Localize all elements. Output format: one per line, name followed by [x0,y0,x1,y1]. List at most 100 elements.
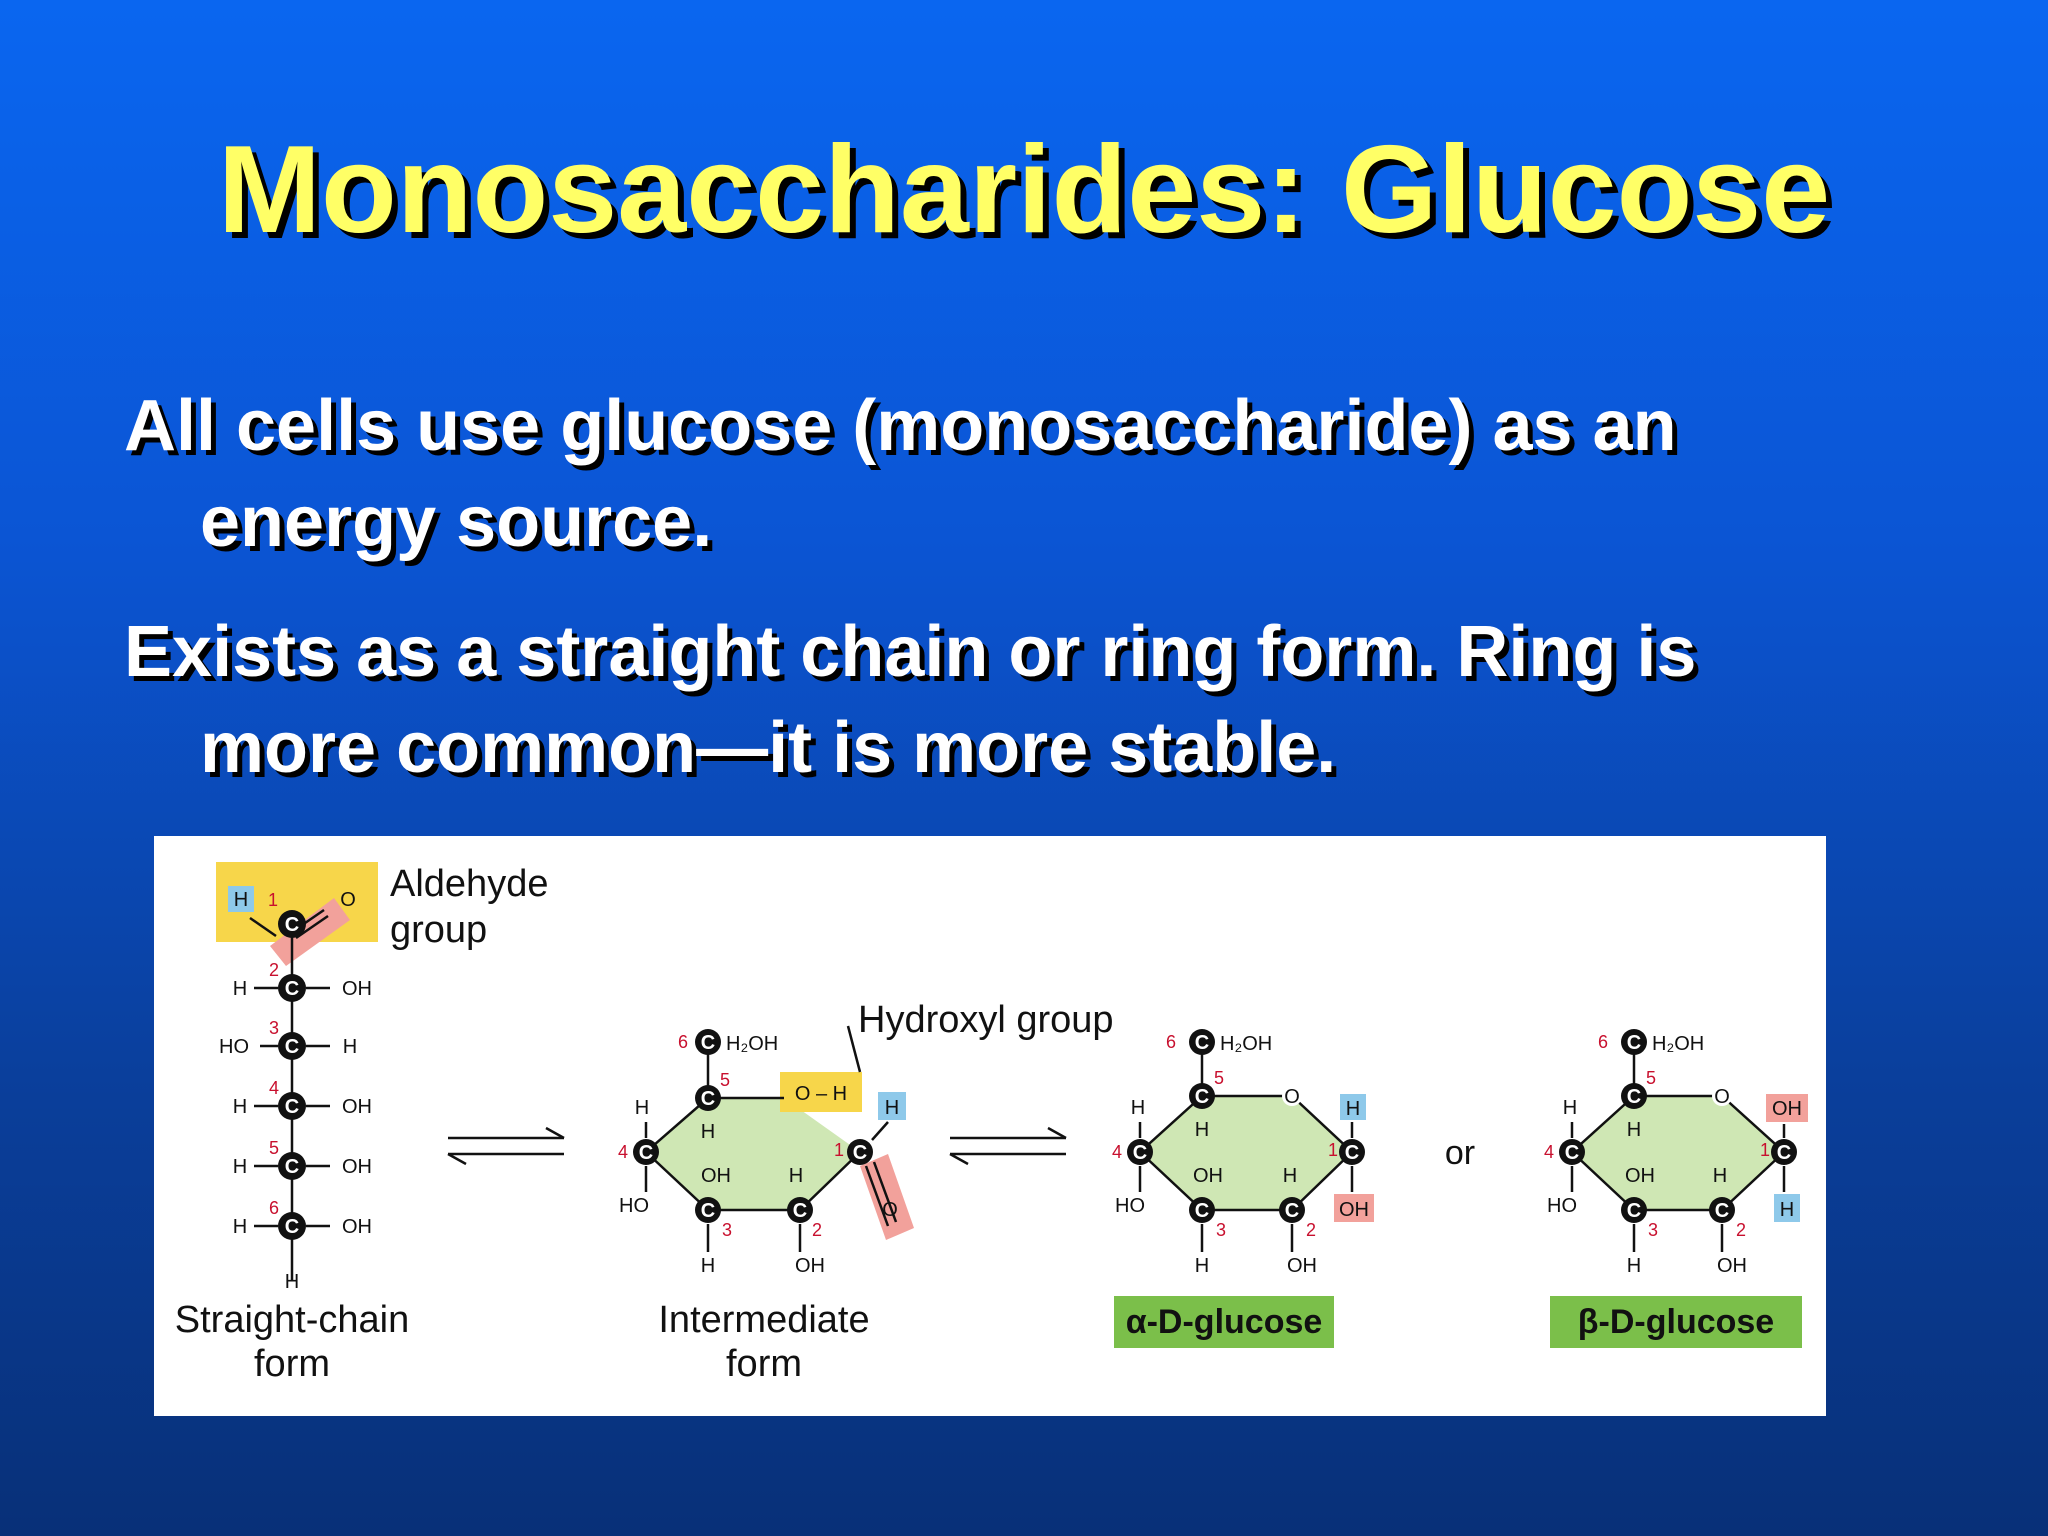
svg-text:C: C [639,1142,653,1164]
equilibrium-arrow-1 [447,1126,565,1166]
svg-text:C: C [1285,1200,1299,1222]
alpha-carbon-2: C [1279,1197,1305,1223]
beta-c4-h: H [1563,1097,1577,1119]
c4-left: H [233,1096,247,1118]
alpha-num-4: 4 [1112,1142,1122,1162]
alpha-ring-fill [1140,1096,1352,1210]
svg-text:C: C [285,978,299,1000]
alpha-ch2oh: H₂OH [1220,1033,1272,1055]
int-c4-ho: HO [619,1195,649,1217]
intermediate-ring-fill [646,1098,860,1210]
slide-title: Monosaccharides: Glucose [217,121,1831,259]
bullet-1-line-2: energy source. [200,482,713,562]
beta-c2-h: H [1713,1165,1727,1187]
beta-anomeric-down: H [1780,1199,1794,1221]
intermediate-caption-line-1: Intermediate [658,1299,869,1341]
svg-text:C: C [1195,1032,1209,1054]
c4-right: OH [342,1096,372,1118]
c5-left: H [233,1156,247,1178]
aldehyde-callout-line-2: group [390,909,487,951]
intermediate-carbon-3: C [695,1197,721,1223]
beta-name-label: β-D-glucose [1578,1303,1774,1341]
bullet-1: All cells use glucose (monosaccharide) a… [124,378,1984,570]
alpha-anomeric-up: H [1346,1098,1360,1120]
carbon-number-2: 2 [269,960,279,980]
alpha-down-highlight [1334,1194,1374,1222]
svg-text:C: C [285,1156,299,1178]
int-num-3: 3 [722,1220,732,1240]
int-num-6: 6 [678,1032,688,1052]
c6-left: H [233,1216,247,1238]
svg-text:C: C [1627,1086,1641,1108]
int-c2-oh: OH [795,1255,825,1277]
c3-left: HO [219,1036,249,1058]
intermediate-carbon-5: C [695,1085,721,1111]
int-num-1: 1 [834,1140,844,1160]
svg-text:C: C [853,1142,867,1164]
svg-text:C: C [1195,1200,1209,1222]
svg-text:C: C [1627,1032,1641,1054]
alpha-c3-oh: OH [1193,1165,1223,1187]
alpha-name-label: α-D-glucose [1126,1303,1323,1341]
beta-num-1: 1 [1760,1140,1770,1160]
alpha-num-5: 5 [1214,1068,1224,1088]
intermediate-h-highlight [878,1092,906,1120]
beta-carbon-5: C [1621,1083,1647,1109]
hydroxyl-callout: Hydroxyl group [858,999,1114,1041]
glucose-structures-figure: .num { fill: #c8102e; font-size: 18px; }… [154,836,1826,1416]
beta-anomeric-up: OH [1772,1098,1802,1120]
alpha-c2-h: H [1283,1165,1297,1187]
straight-chain-form: H 1 O Aldehyde group C H OH 2 C HO H 3 C… [175,862,548,1385]
svg-text:C: C [285,1216,299,1238]
int-num-5: 5 [720,1070,730,1090]
straight-chain-caption-line-1: Straight-chain [175,1299,409,1341]
beta-carbon-6: C [1621,1029,1647,1055]
svg-text:C: C [285,1096,299,1118]
alpha-c4-ho: HO [1115,1195,1145,1217]
chain-carbon-4: C [278,1092,306,1120]
svg-text:C: C [285,1036,299,1058]
c3-right: H [343,1036,357,1058]
intermediate-h: H [885,1097,899,1119]
beta-num-3: 3 [1648,1220,1658,1240]
beta-ring-o: O [1714,1086,1730,1108]
beta-ch2oh: H₂OH [1652,1033,1704,1055]
beta-c2-oh: OH [1717,1255,1747,1277]
int-c3-h: H [701,1255,715,1277]
intermediate-caption-line-2: form [726,1343,802,1385]
intermediate-carbon-1: C [847,1139,873,1165]
svg-text:C: C [701,1032,715,1054]
chain-carbon-2: C [278,974,306,1002]
svg-text:C: C [1195,1086,1209,1108]
carbon-number-3: 3 [269,1018,279,1038]
svg-text:C: C [701,1200,715,1222]
alpha-num-3: 3 [1216,1220,1226,1240]
alpha-name-label-bg [1114,1296,1334,1348]
intermediate-carbonyl-o: O [882,1199,898,1221]
alpha-c2-oh: OH [1287,1255,1317,1277]
intermediate-carbon-2: C [787,1197,813,1223]
alpha-carbon-1: C [1339,1139,1365,1165]
aldehyde-h-highlight [228,886,254,912]
bullet-2: Exists as a straight chain or ring form.… [124,604,1984,796]
aldehyde-o: O [340,889,356,911]
beta-num-2: 2 [1736,1220,1746,1240]
int-num-4: 4 [618,1142,628,1162]
or-label: or [1445,1134,1475,1172]
intermediate-form: O – H Hydroxyl group H O C 6 H₂OH C 5 H … [618,999,1114,1385]
beta-ring-fill [1572,1096,1784,1210]
beta-c5-h: H [1627,1119,1641,1141]
alpha-anomeric-down: OH [1339,1199,1369,1221]
aldehyde-h: H [234,889,248,911]
alpha-up-highlight [1340,1094,1366,1120]
svg-text:C: C [1777,1142,1791,1164]
intermediate-carbon-4: C [633,1139,659,1165]
carbon-number-5: 5 [269,1138,279,1158]
alpha-carbon-6: C [1189,1029,1215,1055]
equilibrium-arrow-2 [949,1126,1067,1166]
beta-carbon-2: C [1709,1197,1735,1223]
beta-num-6: 6 [1598,1032,1608,1052]
alpha-ring-o: O [1284,1086,1300,1108]
beta-num-4: 4 [1544,1142,1554,1162]
svg-text:C: C [793,1200,807,1222]
